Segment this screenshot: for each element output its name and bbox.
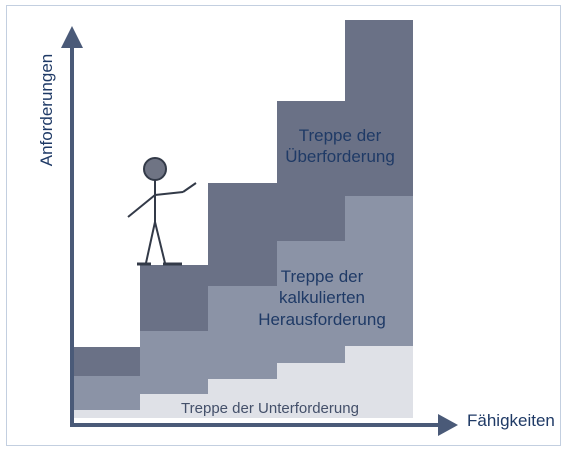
label-kalkuliert-line1: Treppe der (280, 267, 364, 286)
figure-arm-left (127, 194, 156, 218)
label-ueberforderung-line1: Treppe der (298, 126, 382, 145)
x-axis-arrowhead (438, 414, 458, 436)
x-axis-label: Fähigkeiten (467, 411, 555, 430)
stair-unterforderung (72, 346, 413, 418)
figure-head (143, 157, 167, 181)
y-axis-label: Anforderungen (37, 53, 56, 167)
figure-arm-right (154, 191, 184, 196)
label-ueberforderung: Treppe der Überforderung (270, 125, 410, 168)
label-kalkuliert-line3: Herausforderung (258, 309, 386, 329)
diagram-frame (6, 5, 561, 446)
label-kalkuliert-line2: kalkulierten (279, 288, 365, 308)
figure-leg-right (154, 221, 166, 264)
figure-hand-right (182, 182, 197, 193)
label-kalkuliert: Treppe der kalkulierten Herausforderung (232, 266, 412, 330)
label-unterforderung: Treppe der Unterforderung (181, 400, 359, 417)
stair-kalkuliert (72, 196, 413, 418)
figure-leg-left (145, 221, 156, 264)
stick-figure (127, 157, 197, 266)
y-axis-arrowhead (61, 26, 83, 48)
label-ueberforderung-line2: Überforderung (285, 147, 395, 167)
axes (61, 26, 458, 436)
